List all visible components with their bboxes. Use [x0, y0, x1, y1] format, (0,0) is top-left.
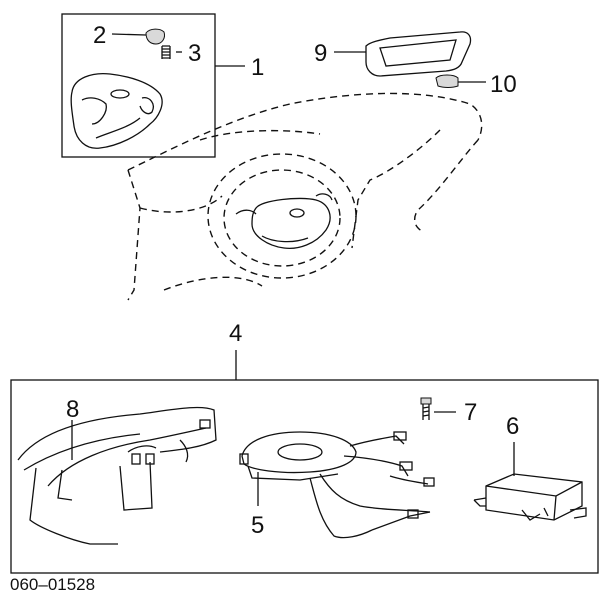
spiral-cable-5-shape — [239, 431, 435, 539]
callout-4: 4 — [229, 320, 242, 347]
module-9-group — [334, 31, 486, 88]
part-4-box — [10, 379, 599, 574]
callout-6: 6 — [506, 413, 519, 440]
part-1-box — [61, 13, 216, 158]
callout-2: 2 — [93, 22, 106, 49]
airbag-pad-group — [61, 13, 245, 158]
steering-hub-shape — [251, 197, 331, 250]
callout-8: 8 — [66, 396, 79, 423]
bolt-7-shape — [420, 397, 432, 420]
callout-7: 7 — [464, 399, 477, 426]
cap-2-shape — [145, 28, 165, 45]
dashboard-outline — [127, 92, 483, 301]
callout-1: 1 — [251, 54, 264, 81]
harness-8-shape — [17, 406, 217, 545]
callout-9: 9 — [314, 40, 327, 67]
spring-3-shape — [161, 45, 171, 59]
sensor-6-shape — [473, 473, 587, 521]
lower-assembly-group — [10, 379, 599, 574]
callout-10: 10 — [490, 71, 517, 98]
callout-5: 5 — [251, 512, 264, 539]
callout-3: 3 — [188, 40, 201, 67]
clip-10-shape — [435, 74, 459, 88]
airbag-pad-shape — [70, 72, 163, 149]
steering-wheel-ring — [207, 153, 357, 279]
leader-2 — [111, 33, 147, 36]
diagram-code: 060–01528 — [10, 575, 95, 594]
